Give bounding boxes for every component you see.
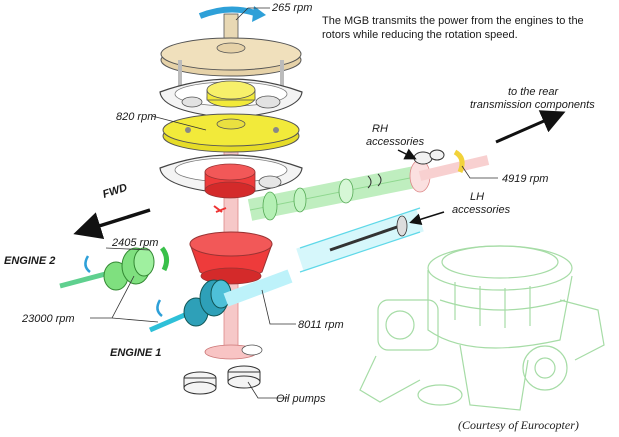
- label-fwd: FWD: [101, 182, 129, 201]
- rear-drive-gear: [453, 149, 465, 173]
- label-rh-line2: accessories: [366, 136, 425, 148]
- upper-planetary-stage: [160, 37, 302, 86]
- engine-1-gear-train: [149, 269, 293, 333]
- fwd-arrow: [73, 208, 151, 240]
- upper-planet-gears: [181, 80, 281, 109]
- label-oil-pumps: Oil pumps: [276, 393, 326, 405]
- engine-2-gear-train: [59, 246, 170, 291]
- lower-planetary-stage: [162, 113, 300, 153]
- rh-accessories-gear: [413, 149, 445, 165]
- red-sun-gear: [204, 163, 282, 199]
- leader-lines: [90, 7, 498, 399]
- label-lh-line1: LH: [470, 191, 484, 203]
- rh-accessories-arrow: [397, 148, 417, 160]
- rear-output-shaft: [247, 155, 490, 221]
- label-23000-rpm: 23000 rpm: [21, 313, 75, 325]
- label-rh-line1: RH: [372, 123, 388, 135]
- label-8011-rpm: 8011 rpm: [298, 319, 344, 331]
- label-2405-rpm: 2405 rpm: [111, 237, 158, 249]
- diagram-caption: The MGB transmits the power from the eng…: [322, 15, 584, 41]
- label-engine-1: ENGINE 1: [110, 347, 161, 359]
- label-lh-line2: accessories: [452, 204, 511, 216]
- rear-output-arrow: [495, 110, 566, 144]
- label-rear-line1: to the rear: [508, 86, 559, 98]
- label-engine-2: ENGINE 2: [4, 255, 55, 267]
- label-rear-line2: transmission components: [470, 99, 595, 111]
- label-4919-rpm: 4919 rpm: [502, 173, 548, 185]
- gearbox-housing-sketch: [359, 245, 605, 411]
- label-265-rpm: 265 rpm: [271, 2, 312, 14]
- lh-accessory-shaft: [296, 207, 424, 273]
- label-820-rpm: 820 rpm: [116, 111, 156, 123]
- lh-accessories-arrow: [409, 211, 445, 226]
- oil-pump-drive: [183, 344, 263, 395]
- image-credit: (Courtesy of Eurocopter): [458, 418, 579, 432]
